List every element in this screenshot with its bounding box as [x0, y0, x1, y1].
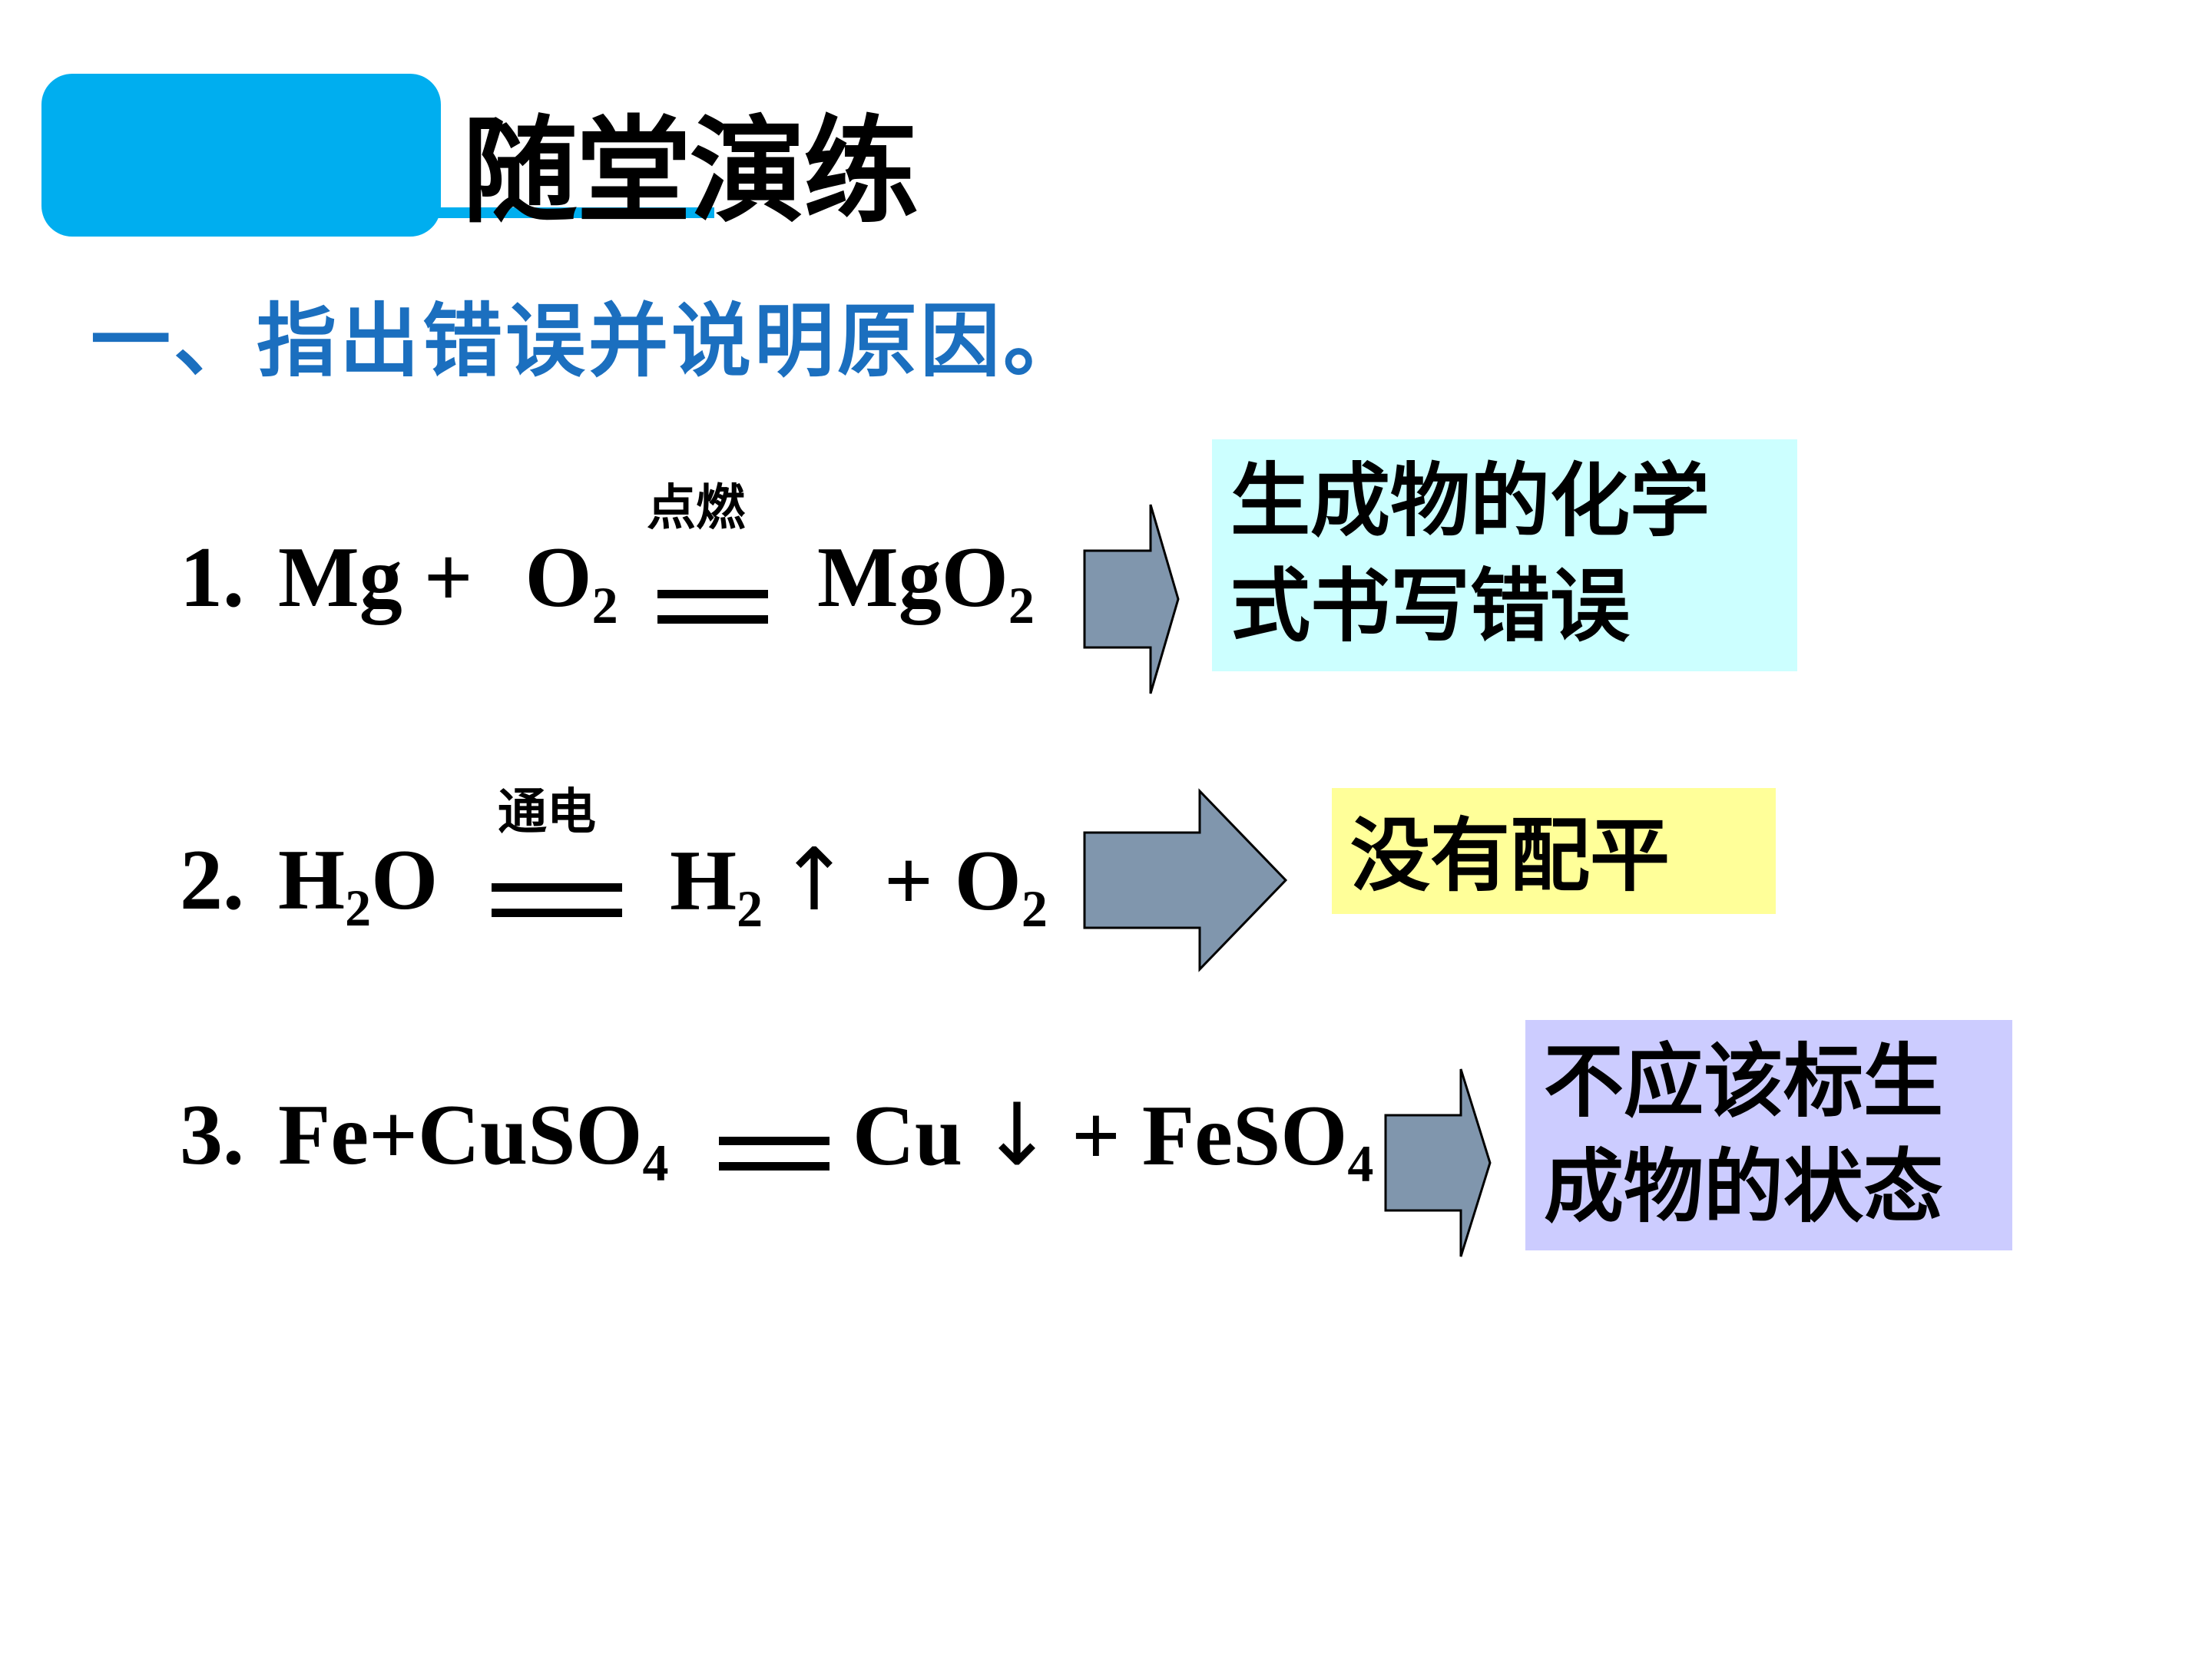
- item-2-products: H2↑+ O2: [670, 830, 1048, 938]
- item-3-explanation-line2: 成物的状态: [1544, 1140, 1944, 1234]
- item-3-number: 3.: [180, 1088, 244, 1183]
- item-1-products: MgO2: [817, 530, 1035, 634]
- item-1-arrow-icon: [1083, 504, 1180, 694]
- item-3-explanation-box: 不应该标生 成物的状态: [1525, 1020, 2012, 1250]
- item-1-reactants: Mg + O2: [278, 530, 618, 634]
- item-3-reactants: Fe+CuSO4: [278, 1088, 669, 1192]
- item-3-explanation-line1: 不应该标生: [1544, 1035, 1944, 1128]
- item-2-condition: 通电: [498, 784, 596, 841]
- header-underline: [353, 207, 714, 218]
- precipitate-down-arrow-icon: ↓: [981, 1085, 1054, 1185]
- item-1-explanation-line2: 式书写错误: [1230, 559, 1631, 654]
- item-2-explanation-box: 没有配平: [1332, 788, 1776, 914]
- item-1-number: 1.: [180, 530, 244, 625]
- item-2-number: 2.: [180, 833, 244, 928]
- slide-title: 随堂演练: [462, 104, 919, 239]
- item-2-arrow-icon: [1083, 788, 1288, 972]
- item-1-explanation-line1: 生成物的化学: [1230, 454, 1710, 548]
- item-3-products: Cu↓+ FeSO4: [853, 1085, 1374, 1193]
- item-1-condition: 点燃: [647, 480, 745, 537]
- item-2-yields-sign: [492, 883, 622, 917]
- item-3-yields-sign: [719, 1137, 830, 1171]
- item-1-yields-sign: [657, 590, 768, 624]
- slide-subtitle: 一、指出错误并说明原因。: [91, 294, 1087, 388]
- gas-up-arrow-icon: ↑: [778, 830, 850, 930]
- item-1-explanation-box: 生成物的化学 式书写错误: [1212, 439, 1797, 671]
- item-2-reactants: H2O: [278, 833, 439, 937]
- item-2-explanation-line1: 没有配平: [1350, 809, 1671, 902]
- item-3-arrow-icon: [1384, 1068, 1492, 1257]
